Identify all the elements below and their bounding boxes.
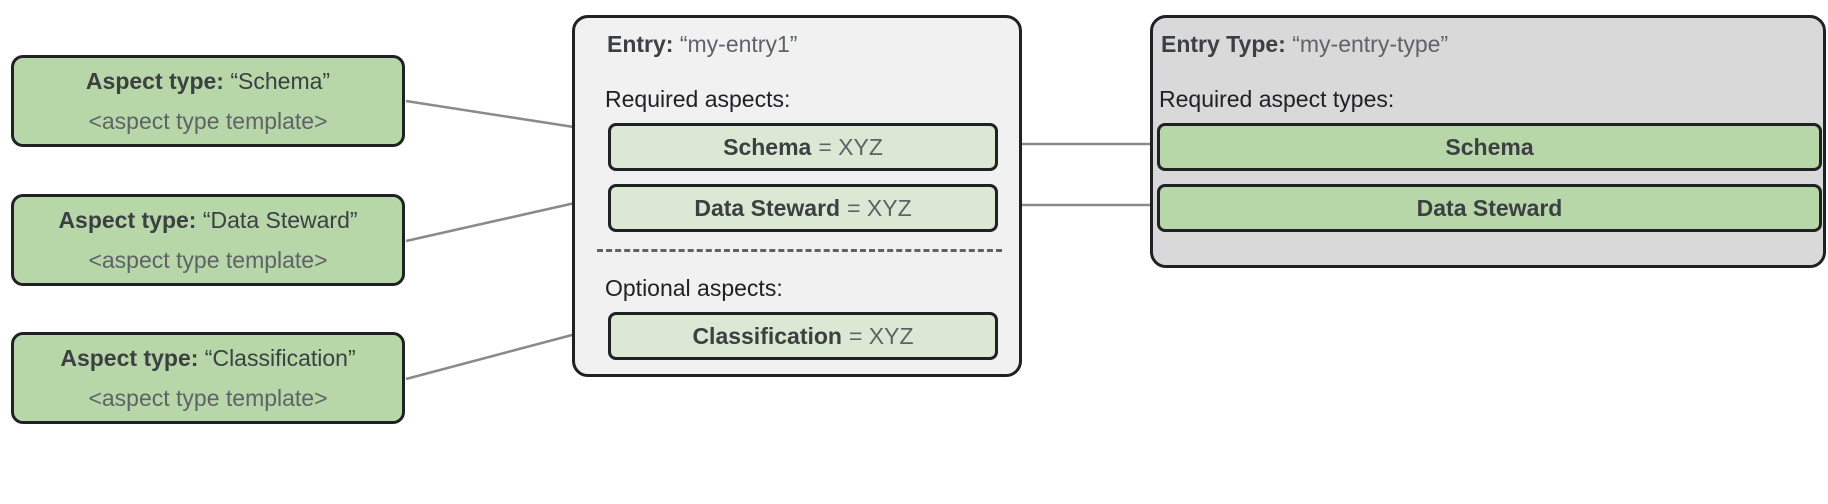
required-aspect-chip-data-steward[interactable]: Data Steward = XYZ [608,184,998,232]
required-aspects-label: Required aspects: [605,86,791,112]
aspect-type-card-name: “Data Steward” [202,206,358,233]
required-optional-divider [597,249,1002,252]
required-aspect-type-chip-schema[interactable]: Schema [1157,123,1822,171]
aspect-type-card-classification[interactable]: Aspect type: “Classification” <aspect ty… [11,332,405,424]
aspect-type-card-template: <aspect type template> [88,246,328,273]
required-aspect-chip-schema[interactable]: Schema = XYZ [608,123,998,171]
entry-panel[interactable]: Entry: “my-entry1” Required aspects: Sch… [572,15,1022,377]
aspect-type-card-label: Aspect type: [58,206,197,233]
optional-aspect-chip-classification[interactable]: Classification = XYZ [608,312,998,360]
optional-aspect-chip-name: Classification [692,322,842,349]
required-aspect-chip-assignment: = XYZ [847,194,912,221]
aspect-type-card-template: <aspect type template> [88,107,328,134]
aspect-type-card-schema[interactable]: Aspect type: “Schema” <aspect type templ… [11,55,405,147]
aspect-type-card-title: Aspect type: “Data Steward” [58,207,357,234]
aspect-type-card-label: Aspect type: [85,67,224,94]
aspect-type-card-data-steward[interactable]: Aspect type: “Data Steward” <aspect type… [11,194,405,286]
aspect-type-card-title: Aspect type: “Schema” [86,68,330,95]
required-aspect-chip-name: Schema [723,133,812,160]
optional-aspects-label: Optional aspects: [605,275,783,301]
aspect-type-card-template: <aspect type template> [88,384,328,411]
required-aspect-chip-name: Data Steward [694,194,841,221]
aspect-type-card-name: “Schema” [230,67,331,94]
entry-type-panel-title-label: Entry Type: [1161,31,1286,57]
optional-aspect-chip-assignment: = XYZ [848,322,914,349]
required-aspect-types-label: Required aspect types: [1159,86,1395,112]
required-aspect-type-chip-data-steward[interactable]: Data Steward [1157,184,1822,232]
entry-type-panel[interactable]: Entry Type: “my-entry-type” Required asp… [1150,15,1826,268]
required-aspect-chip-assignment: = XYZ [818,133,883,160]
entry-type-panel-title-value: “my-entry-type” [1292,31,1449,57]
entry-panel-title-value: “my-entry1” [679,31,798,57]
aspect-type-card-title: Aspect type: “Classification” [60,345,355,372]
entry-panel-title-label: Entry: [607,31,674,57]
entry-type-panel-title: Entry Type: “my-entry-type” [1161,31,1448,58]
entry-panel-title: Entry: “my-entry1” [607,31,797,58]
aspect-type-card-label: Aspect type: [60,344,199,371]
aspect-type-card-name: “Classification” [204,344,356,371]
